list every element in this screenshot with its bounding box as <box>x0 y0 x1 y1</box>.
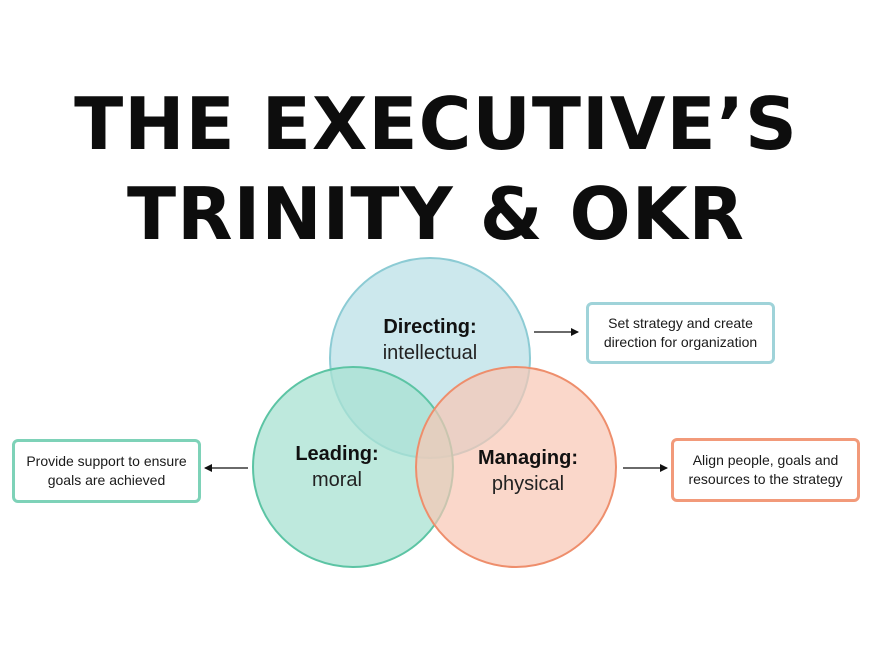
managing-description-box: Align people, goals and resources to the… <box>671 438 860 502</box>
managing-aspect-label: physical <box>492 473 564 495</box>
managing-circle <box>415 366 617 568</box>
managing-role-label: Managing: <box>478 447 578 469</box>
directing-role-label: Directing: <box>383 316 476 338</box>
directing-aspect-label: intellectual <box>383 342 478 364</box>
title-line-2: TRINITY & OKR <box>126 172 745 256</box>
leading-role-label: Leading: <box>295 443 378 465</box>
directing-description-box: Set strategy and create direction for or… <box>586 302 775 364</box>
leading-description-box: Provide support to ensure goals are achi… <box>12 439 201 503</box>
title-line-1: THE EXECUTIVE’S <box>74 82 798 166</box>
leading-aspect-label: moral <box>312 469 362 491</box>
